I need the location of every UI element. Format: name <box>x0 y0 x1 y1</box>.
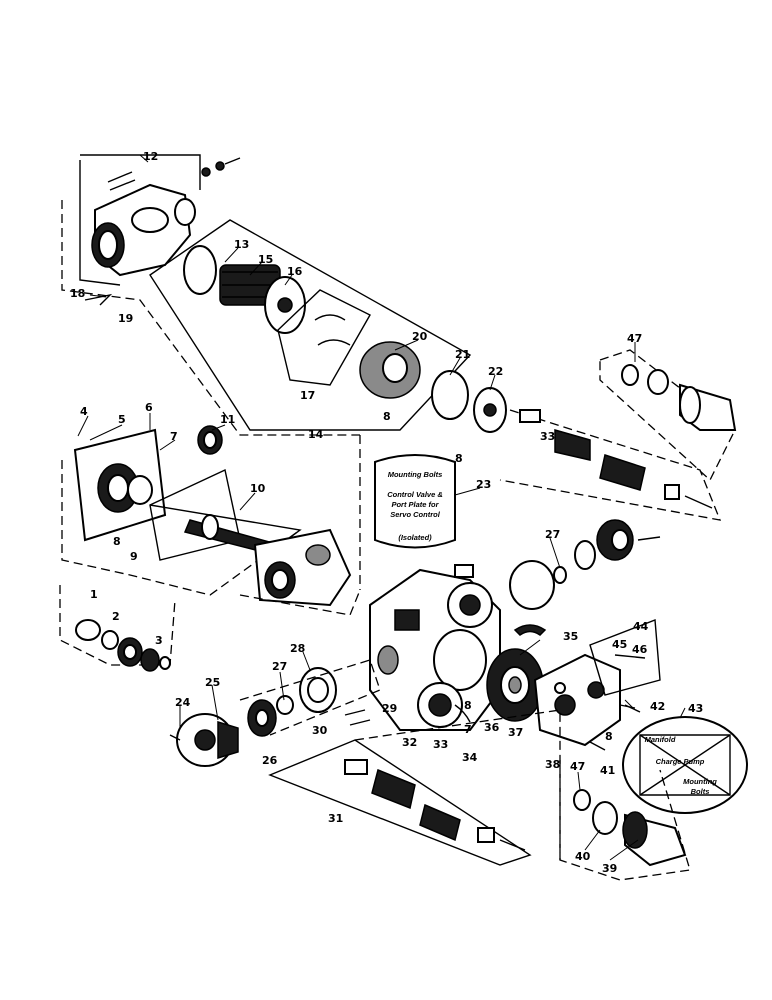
label-31: 31 <box>328 812 343 825</box>
end-cover-group <box>61 425 301 596</box>
flange-25 <box>169 713 239 767</box>
label-8-c: 8 <box>113 535 121 548</box>
spool-assembly-33 <box>499 409 722 521</box>
note-manifold: Manifold <box>645 735 676 744</box>
label-16: 16 <box>287 265 303 278</box>
note-control-valve-3: Servo Control <box>390 510 441 519</box>
label-43: 43 <box>688 702 703 715</box>
note-control-valve-2: Port Plate for <box>391 500 439 509</box>
label-25: 25 <box>205 676 220 689</box>
label-8-d: 8 <box>464 699 472 712</box>
label-33-top: 33 <box>540 430 555 443</box>
label-22: 22 <box>488 365 503 378</box>
label-47-top: 47 <box>627 332 642 345</box>
label-1: 1 <box>90 588 98 601</box>
label-3: 3 <box>155 634 163 647</box>
label-13: 13 <box>234 238 249 251</box>
label-34: 34 <box>462 751 478 764</box>
label-37: 37 <box>508 726 523 739</box>
note-bolts: Bolts <box>691 787 710 796</box>
label-42: 42 <box>650 700 665 713</box>
label-29: 29 <box>382 702 397 715</box>
label-44: 44 <box>633 620 649 633</box>
note-control-valve-4: (Isolated) <box>398 533 432 542</box>
label-9: 9 <box>130 550 138 563</box>
group-12-bracket <box>79 154 201 286</box>
label-28: 28 <box>290 642 305 655</box>
label-27-b: 27 <box>272 660 287 673</box>
label-5: 5 <box>118 413 126 426</box>
label-32: 32 <box>402 736 417 749</box>
label-15: 15 <box>258 253 273 266</box>
label-17: 17 <box>300 389 315 402</box>
label-38: 38 <box>545 758 560 771</box>
group-31 <box>268 709 561 866</box>
note-charge-pump: Charge Pump <box>656 757 705 766</box>
label-20: 20 <box>412 330 428 343</box>
leader-lines <box>77 247 686 861</box>
label-47-bottom: 47 <box>570 760 585 773</box>
label-24: 24 <box>175 696 191 709</box>
charge-pump-housing <box>239 528 361 616</box>
label-2: 2 <box>112 610 120 623</box>
right-ring-parts <box>509 519 661 636</box>
label-40: 40 <box>575 850 591 863</box>
label-11: 11 <box>220 413 235 426</box>
label-36: 36 <box>484 721 500 734</box>
label-7: 7 <box>170 430 178 443</box>
bearing-26 <box>239 659 381 737</box>
note-mounting-bolts: Mounting Bolts <box>388 470 443 479</box>
label-26: 26 <box>262 754 278 767</box>
label-6: 6 <box>145 401 153 414</box>
label-21: 21 <box>455 348 470 361</box>
label-19: 19 <box>118 312 133 325</box>
note-mounting: Mounting <box>683 777 717 786</box>
label-8-a: 8 <box>383 410 391 423</box>
group-47-bottom <box>559 760 691 881</box>
part-labels: 12 13 15 16 18 19 20 17 21 22 8 14 8 33 … <box>70 150 703 875</box>
label-12: 12 <box>143 150 158 163</box>
label-41: 41 <box>600 764 615 777</box>
label-27-a: 27 <box>545 528 560 541</box>
label-8-b: 8 <box>455 452 463 465</box>
box-44 <box>589 619 661 696</box>
group-47-top <box>599 349 737 482</box>
main-pump-housing <box>369 564 501 731</box>
label-46: 46 <box>632 643 648 656</box>
note-23-container: Mounting Bolts Control Valve & Port Plat… <box>374 454 456 549</box>
control-block-38 <box>533 653 641 747</box>
label-4: 4 <box>80 405 88 418</box>
note-43-container: Manifold Charge Pump Mounting Bolts <box>622 716 748 814</box>
label-33: 33 <box>433 738 448 751</box>
group-1 <box>59 585 176 672</box>
note-control-valve-1: Control Valve & <box>387 490 443 499</box>
label-18: 18 <box>70 287 85 300</box>
label-23: 23 <box>476 478 491 491</box>
port-plate-35 <box>486 648 544 722</box>
label-30: 30 <box>312 724 328 737</box>
label-8-e: 8 <box>605 730 613 743</box>
label-14: 14 <box>308 428 324 441</box>
label-10: 10 <box>250 482 266 495</box>
cylinder-block-parts <box>183 245 507 433</box>
label-45: 45 <box>612 638 627 651</box>
label-39: 39 <box>602 862 617 875</box>
bearing-housing-part <box>84 157 241 306</box>
label-35: 35 <box>563 630 578 643</box>
label-7-b: 7 <box>464 723 472 736</box>
